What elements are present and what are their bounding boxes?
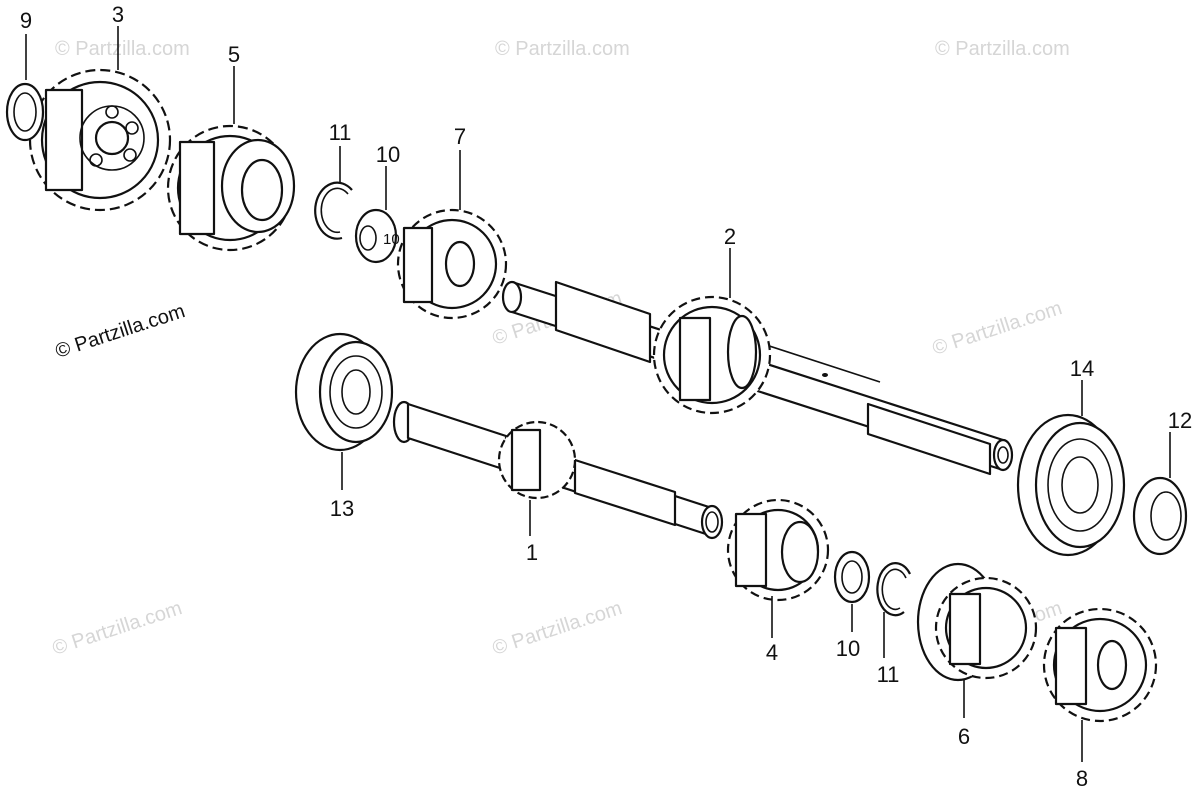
gear-5 [166, 124, 296, 252]
bearing-13 [294, 332, 394, 452]
gear-2 [652, 295, 772, 415]
callout-14: 14 [1070, 356, 1094, 381]
oil-seal-12 [1132, 476, 1188, 556]
callout-10-top: 10 [376, 142, 400, 167]
washer-9 [5, 82, 45, 142]
gear-7 [396, 208, 508, 320]
gear-6 [916, 562, 1038, 682]
callout-labels: 9 3 5 11 10 7 2 14 12 13 1 4 10 11 6 8 [20, 2, 1192, 791]
gear-8 [1042, 607, 1158, 723]
collar-10-top: 10 [354, 208, 400, 264]
collar-mark-text: 10 [383, 231, 400, 248]
mainshaft [392, 400, 724, 540]
callout-2: 2 [724, 224, 736, 249]
watermark-main: © Partzilla.com [53, 300, 188, 363]
callout-9: 9 [20, 8, 32, 33]
watermark-text: © Partzilla.com [50, 597, 185, 660]
callout-12: 12 [1168, 408, 1192, 433]
watermark-text: © Partzilla.com [55, 38, 190, 60]
callout-1: 1 [526, 540, 538, 565]
callout-5: 5 [228, 42, 240, 67]
circlip-11-top [314, 181, 353, 240]
callout-7: 7 [454, 124, 466, 149]
watermark-text: © Partzilla.com [930, 297, 1065, 360]
callout-11-top: 11 [329, 120, 352, 145]
washer-10-bottom [833, 550, 871, 604]
callout-6: 6 [958, 724, 970, 749]
bearing-14 [1016, 413, 1126, 557]
callout-4: 4 [766, 640, 778, 665]
callout-11-bottom: 11 [877, 662, 900, 687]
watermark-text: © Partzilla.com [490, 597, 625, 660]
callout-3: 3 [112, 2, 124, 27]
circlip-11-bottom [876, 562, 911, 617]
leader-lines [25, 26, 1171, 762]
watermark-text: © Partzilla.com [935, 38, 1070, 60]
gear-4 [726, 498, 830, 602]
callout-13: 13 [330, 496, 354, 521]
callout-8: 8 [1076, 766, 1088, 791]
watermark-text: © Partzilla.com [495, 38, 630, 60]
callout-10-bottom: 10 [836, 636, 860, 661]
gear-3 [28, 68, 172, 212]
